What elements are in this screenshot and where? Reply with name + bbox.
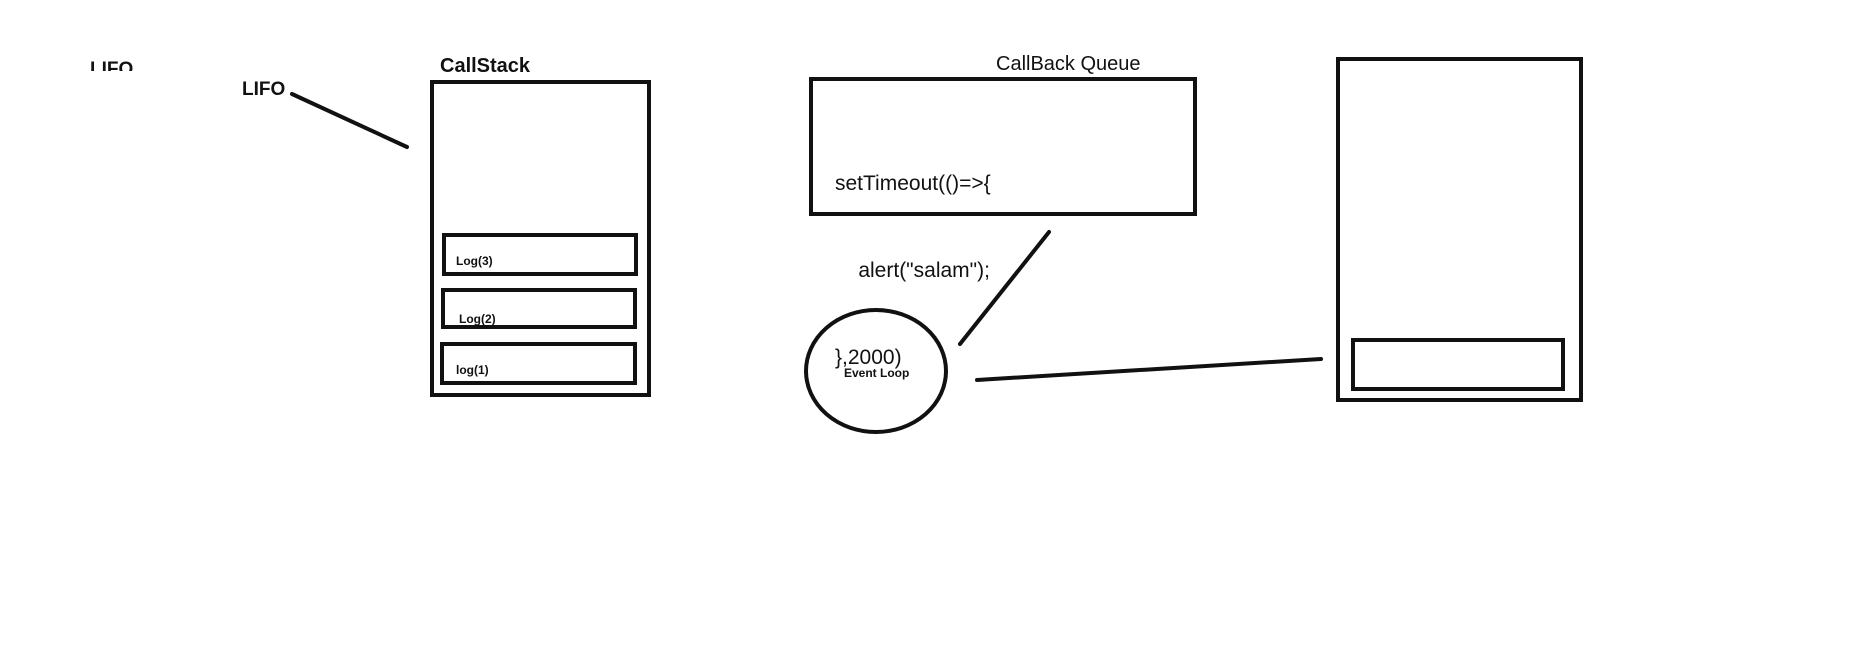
lifo-label: LIFO	[242, 79, 286, 100]
callstack-title: CallStack	[440, 55, 531, 77]
callback-queue-container: setTimeout(()=>{ alert("salam"); },2000)	[809, 77, 1197, 369]
event-loop-to-webapi-line	[975, 357, 1323, 382]
event-loop-label: Event Loop	[844, 366, 910, 380]
lifo-clipped-label: LIFO	[90, 59, 134, 71]
code-line: setTimeout(()=>{	[835, 172, 991, 195]
right-container	[1336, 57, 1583, 402]
callstack-item-label: Log(3)	[456, 254, 493, 268]
lifo-pointer-line	[290, 92, 409, 149]
callback-code: setTimeout(()=>{ alert("salam"); },2000)	[835, 111, 991, 430]
callstack-item: log(1)	[440, 342, 637, 385]
code-line: alert("salam");	[835, 259, 990, 282]
callstack-item: Log(3)	[442, 233, 638, 276]
callstack-item-label: log(1)	[456, 363, 489, 377]
callstack-item-label: Log(2)	[459, 312, 496, 326]
right-container-slot	[1351, 338, 1565, 391]
code-line: },2000)	[835, 346, 902, 369]
callstack-item: Log(2)	[441, 288, 637, 329]
callback-queue-title: CallBack Queue	[996, 53, 1141, 75]
callstack-container	[430, 80, 651, 397]
